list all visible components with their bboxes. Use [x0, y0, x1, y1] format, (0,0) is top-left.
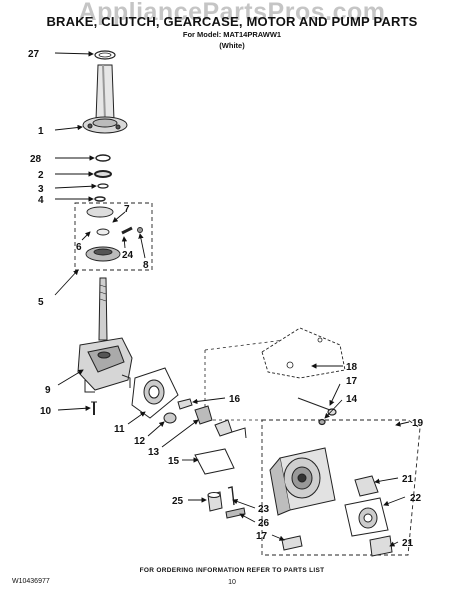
motor-bolt-part: [297, 397, 337, 426]
leader-lines: [54, 51, 410, 547]
ordering-info: FOR ORDERING INFORMATION REFER TO PARTS …: [139, 567, 325, 574]
screw-part: [91, 401, 97, 415]
washer-rings: [94, 154, 112, 202]
callout-13: 13: [148, 447, 160, 458]
callout-12: 12: [134, 436, 146, 447]
gearcase-part: [77, 337, 133, 393]
document-number: W10436977: [12, 578, 50, 585]
callout-24: 24: [122, 250, 134, 261]
callout-5: 5: [38, 297, 44, 308]
callout-17-lower: 17: [256, 531, 268, 542]
brake-assembly: [85, 206, 143, 262]
callout-10: 10: [40, 406, 52, 417]
brake-tube-part: [82, 64, 128, 134]
callout-1: 1: [38, 126, 44, 137]
color-line: (White): [219, 41, 245, 50]
callout-9: 9: [45, 385, 51, 396]
pump-part: [344, 475, 393, 557]
callout-28: 28: [30, 154, 42, 165]
model-line: For Model: MAT14PRAWW1: [182, 30, 282, 39]
motor-shield-part: [261, 327, 346, 379]
callout-2: 2: [38, 170, 44, 181]
motor-part: [269, 447, 336, 516]
callout-23: 23: [258, 504, 270, 515]
watermark: AppliancePartsPros.com: [78, 0, 386, 26]
callout-4: 4: [38, 195, 44, 206]
callout-25: 25: [172, 496, 184, 507]
coupler-parts: [163, 398, 247, 439]
callout-6: 6: [76, 242, 82, 253]
page-number: 10: [228, 579, 236, 586]
callout-26: 26: [258, 518, 270, 529]
capacitor-parts: [207, 486, 303, 551]
callout-16: 16: [229, 394, 241, 405]
shield-holes: [286, 337, 323, 369]
callout-15: 15: [168, 456, 180, 467]
callout-19: 19: [412, 418, 424, 429]
seal-part: [94, 50, 116, 60]
callout-17-upper: 17: [346, 376, 358, 387]
page-title: BRAKE, CLUTCH, GEARCASE, MOTOR AND PUMP …: [46, 14, 418, 29]
callout-27: 27: [28, 49, 40, 60]
callout-7: 7: [124, 204, 130, 215]
drive-shaft-part: [98, 277, 108, 341]
callout-14: 14: [346, 394, 358, 405]
callout-21-lower: 21: [402, 538, 414, 549]
group-box-brake: [74, 202, 153, 271]
callout-21-upper: 21: [402, 474, 414, 485]
callout-8: 8: [143, 260, 149, 271]
callout-3: 3: [38, 184, 44, 195]
callout-11: 11: [114, 424, 125, 435]
callout-18: 18: [346, 362, 358, 373]
group-box-motor: [261, 419, 421, 556]
callout-22: 22: [410, 493, 422, 504]
gasket-plate: [131, 367, 179, 419]
mounting-plate: [194, 448, 235, 475]
